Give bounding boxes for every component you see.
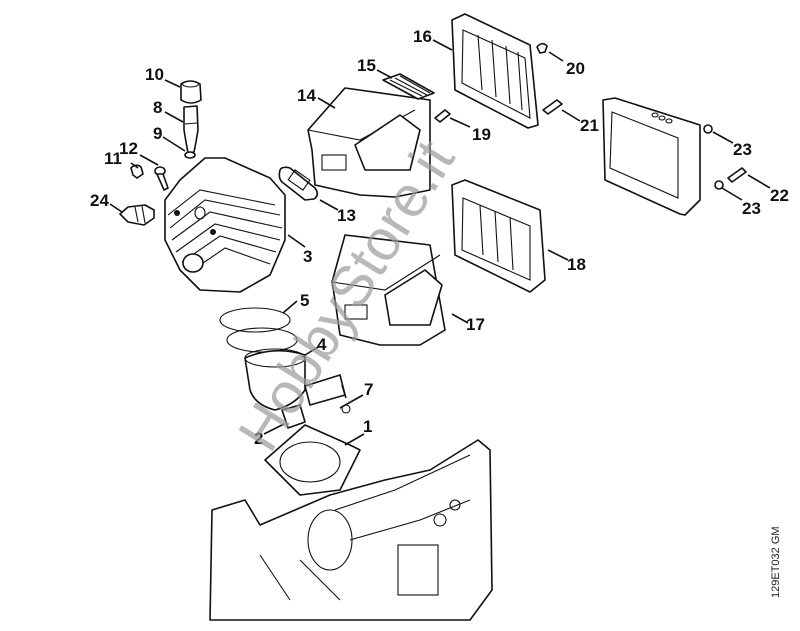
part-15-spark-arrestor-screen[interactable] xyxy=(382,73,435,100)
part-11-plug[interactable] xyxy=(130,164,144,179)
part-19-screw[interactable] xyxy=(434,109,451,123)
part-23-washer-a[interactable] xyxy=(703,124,713,134)
drawing-code: 129ET032 GM xyxy=(770,526,782,598)
part-24-spark-plug[interactable] xyxy=(119,204,155,226)
part-21-screw[interactable] xyxy=(542,99,563,115)
label-20: 20 xyxy=(566,59,585,78)
label-12: 12 xyxy=(119,139,138,158)
part-13-muffler-gasket[interactable] xyxy=(278,166,319,201)
label-22: 22 xyxy=(770,186,789,205)
label-2: 2 xyxy=(254,429,263,448)
label-23-a: 23 xyxy=(733,140,752,159)
label-7: 7 xyxy=(364,380,373,399)
part-20-screw[interactable] xyxy=(536,42,548,54)
label-17: 17 xyxy=(466,315,485,334)
label-11: 11 xyxy=(104,149,122,168)
part-9-washer[interactable] xyxy=(184,151,196,159)
label-3: 3 xyxy=(303,247,312,266)
part-3-cylinder[interactable] xyxy=(164,157,286,293)
part-17-muffler[interactable] xyxy=(331,234,446,346)
part-2-needle-cage[interactable] xyxy=(281,404,306,429)
label-21: 21 xyxy=(580,116,599,135)
label-24: 24 xyxy=(90,191,109,210)
label-10: 10 xyxy=(145,65,164,84)
label-19: 19 xyxy=(472,125,491,144)
label-5: 5 xyxy=(300,291,309,310)
label-13: 13 xyxy=(337,206,356,225)
label-8: 8 xyxy=(153,98,162,117)
part-14-muffler[interactable] xyxy=(307,87,431,198)
part-23-washer-b[interactable] xyxy=(714,180,724,190)
label-16: 16 xyxy=(413,27,432,46)
crankcase xyxy=(209,439,493,621)
part-12-screw[interactable] xyxy=(154,166,169,191)
label-14: 14 xyxy=(297,86,316,105)
part-1-gasket[interactable] xyxy=(264,424,361,496)
leader-lines xyxy=(109,39,771,446)
label-9: 9 xyxy=(153,124,162,143)
label-23-b: 23 xyxy=(742,199,761,218)
label-4: 4 xyxy=(317,335,327,354)
part-10-cap[interactable] xyxy=(180,80,202,104)
part-8-decompression-valve[interactable] xyxy=(183,105,199,154)
part-labels: 10 8 9 12 11 24 3 13 14 15 16 20 21 19 2… xyxy=(90,27,789,448)
part-18-muffler-cover[interactable] xyxy=(451,179,546,293)
label-18: 18 xyxy=(567,255,586,274)
label-15: 15 xyxy=(357,56,376,75)
part-16-muffler-cover[interactable] xyxy=(451,13,539,129)
part-22-screw[interactable] xyxy=(727,167,747,183)
part-muffler-housing[interactable] xyxy=(602,97,701,216)
part-4-piston[interactable] xyxy=(244,348,306,411)
label-1: 1 xyxy=(363,417,372,436)
